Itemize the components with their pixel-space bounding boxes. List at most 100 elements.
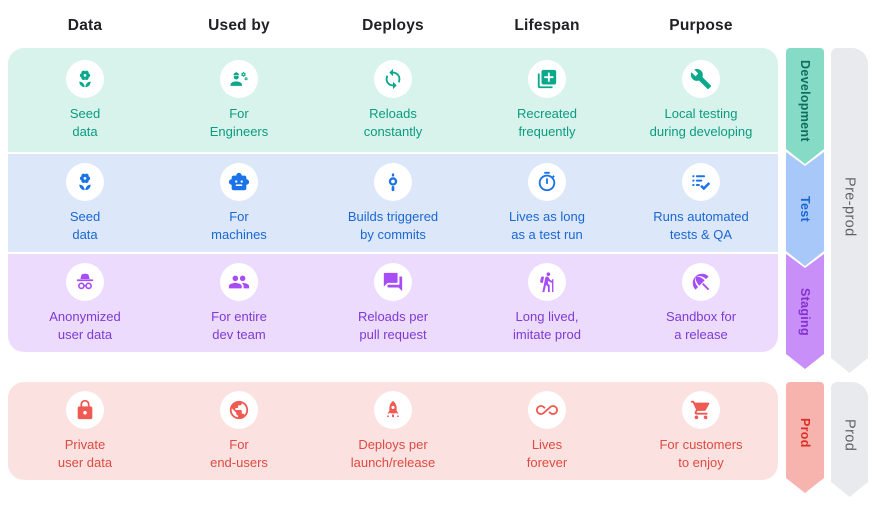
column-header-used-by: Used by [208,17,270,34]
cell-label: Sandbox for a release [665,308,737,342]
icon-circle [374,262,412,301]
cell-prod-data: Private user data [8,382,162,480]
cell-test-deploys: Builds triggered by commits [316,154,470,252]
cell-label: Reloads constantly [363,105,423,139]
robot-icon [228,171,250,193]
library-add-icon [536,68,558,90]
cell-label: Long lived, imitate prod [513,308,581,342]
icon-circle [528,262,566,301]
cell-prod-used-by: For end-users [162,382,316,480]
cell-staging-data: Anonymized user data [8,254,162,352]
cell-label: For entire dev team [211,308,267,342]
cell-prod-deploys: Deploys per launch/release [316,382,470,480]
icon-circle [682,390,720,429]
icon-circle [66,262,104,301]
commit-icon [382,171,404,193]
cell-label: Builds triggered by commits [347,208,439,242]
engineer-icon [228,68,250,90]
icon-circle [66,390,104,429]
icon-circle [66,59,104,98]
stopwatch-icon [536,171,558,193]
stage-ribbon-test: Test [786,152,824,266]
cell-staging-deploys: Reloads per pull request [316,254,470,352]
icon-circle [528,390,566,429]
stage-ribbon-label: Prod [798,417,812,448]
column-header-lifespan: Lifespan [514,17,580,34]
icon-circle [374,59,412,98]
chat-icon [382,271,404,293]
cell-label: Lives as long as a test run [509,208,585,242]
icon-circle [682,162,720,201]
sync-icon [382,68,404,90]
cell-development-data: Seed data [8,48,162,152]
column-headers: Data Used by Deploys Lifespan Purpose [8,17,778,35]
icon-circle [528,59,566,98]
group-ribbon-prod: Prod [831,382,868,497]
cell-test-purpose: Runs automated tests & QA [624,154,778,252]
cell-development-used-by: For Engineers [162,48,316,152]
row-test: Seed data For machines Builds triggered … [8,154,778,252]
column-header-data: Data [67,17,103,34]
cell-label: Seed data [69,208,101,242]
seedling-flower-icon [74,68,96,90]
infinity-icon [536,399,558,421]
cell-staging-purpose: Sandbox for a release [624,254,778,352]
cell-test-used-by: For machines [162,154,316,252]
cell-development-purpose: Local testing during developing [624,48,778,152]
icon-circle [528,162,566,201]
cell-development-lifespan: Recreated frequently [470,48,624,152]
icon-circle [220,162,258,201]
icon-circle [374,162,412,201]
cell-label: Runs automated tests & QA [653,208,749,242]
cell-test-data: Seed data [8,154,162,252]
cell-label: Seed data [69,105,101,139]
icon-circle [66,162,104,201]
column-header-purpose: Purpose [669,17,733,34]
cell-test-lifespan: Lives as long as a test run [470,154,624,252]
cell-label: Lives forever [526,436,568,470]
group-ribbon-pre-prod: Pre-prod [831,48,868,373]
icon-circle [220,59,258,98]
lock-icon [74,399,96,421]
cell-label: Private user data [57,436,113,470]
cell-staging-lifespan: Long lived, imitate prod [470,254,624,352]
rocket-icon [382,399,404,421]
beach-umbrella-icon [690,271,712,293]
cell-label: Deploys per launch/release [350,436,436,470]
stage-ribbon-staging: Staging [786,254,824,369]
cart-icon [690,399,712,421]
cell-label: Local testing during developing [649,105,753,139]
group-ribbon-label: Prod [841,419,858,452]
hiking-icon [536,271,558,293]
group-ribbon-label: Pre-prod [841,176,858,237]
cell-label: Reloads per pull request [357,308,429,342]
globe-icon [228,399,250,421]
icon-circle [220,390,258,429]
cell-label: Anonymized user data [49,308,121,342]
incognito-icon [74,271,96,293]
seedling-flower-icon [74,171,96,193]
icon-circle [682,59,720,98]
cell-label: For machines [211,208,267,242]
row-prod: Private user data For end-users Deploys … [8,382,778,480]
stage-ribbon-label: Staging [798,287,812,336]
stage-ribbon-development: Development [786,48,824,164]
cell-development-deploys: Reloads constantly [316,48,470,152]
checklist-icon [690,171,712,193]
cell-label: For customers to enjoy [659,436,743,470]
stage-ribbon-prod: Prod [786,382,824,493]
stage-ribbon-label: Test [798,196,812,222]
cell-prod-lifespan: Lives forever [470,382,624,480]
cell-label: Recreated frequently [517,105,577,139]
cell-label: For end-users [210,436,268,470]
row-staging: Anonymized user data For entire dev team… [8,254,778,352]
cell-staging-used-by: For entire dev team [162,254,316,352]
wrench-icon [690,68,712,90]
icon-circle [682,262,720,301]
cell-prod-purpose: For customers to enjoy [624,382,778,480]
row-development: Seed data For Engineers Reloads constant… [8,48,778,152]
cell-label: For Engineers [209,105,269,139]
group-icon [228,271,250,293]
column-header-deploys: Deploys [362,17,424,34]
